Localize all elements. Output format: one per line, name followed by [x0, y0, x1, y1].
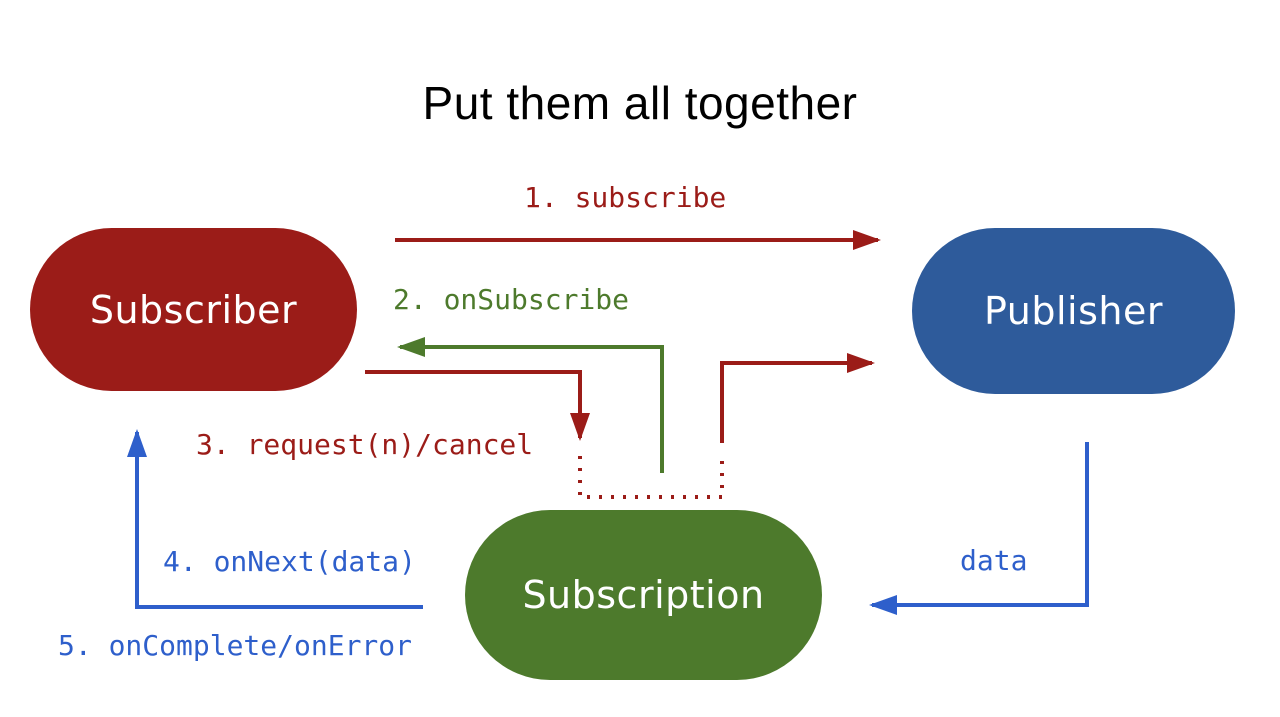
node-subscriber: Subscriber	[30, 228, 357, 391]
onnext-arrow	[127, 429, 423, 609]
data-arrow	[869, 442, 1089, 615]
edge-label-subscribe: 1. subscribe	[524, 181, 727, 214]
node-publisher-label: Publisher	[984, 289, 1163, 333]
node-publisher: Publisher	[912, 228, 1235, 394]
node-subscriber-label: Subscriber	[89, 287, 298, 332]
request-arrow-down	[365, 370, 590, 441]
onsubscribe-arrow	[397, 337, 664, 473]
slide-title: Put them all together	[422, 77, 858, 129]
edge-label-request: 3. request(n)/cancel	[196, 428, 534, 461]
edge-label-oncomplete: 5. onComplete/onError	[58, 629, 413, 662]
node-subscription-label: Subscription	[522, 573, 765, 617]
edge-label-onnext: 4. onNext(data)	[163, 545, 416, 578]
request-dotted-connector	[578, 453, 724, 499]
node-subscription: Subscription	[465, 510, 822, 680]
request-arrow-to-publisher	[720, 353, 875, 443]
edge-label-onsubscribe: 2. onSubscribe	[393, 283, 630, 316]
edge-label-data: data	[960, 544, 1028, 577]
